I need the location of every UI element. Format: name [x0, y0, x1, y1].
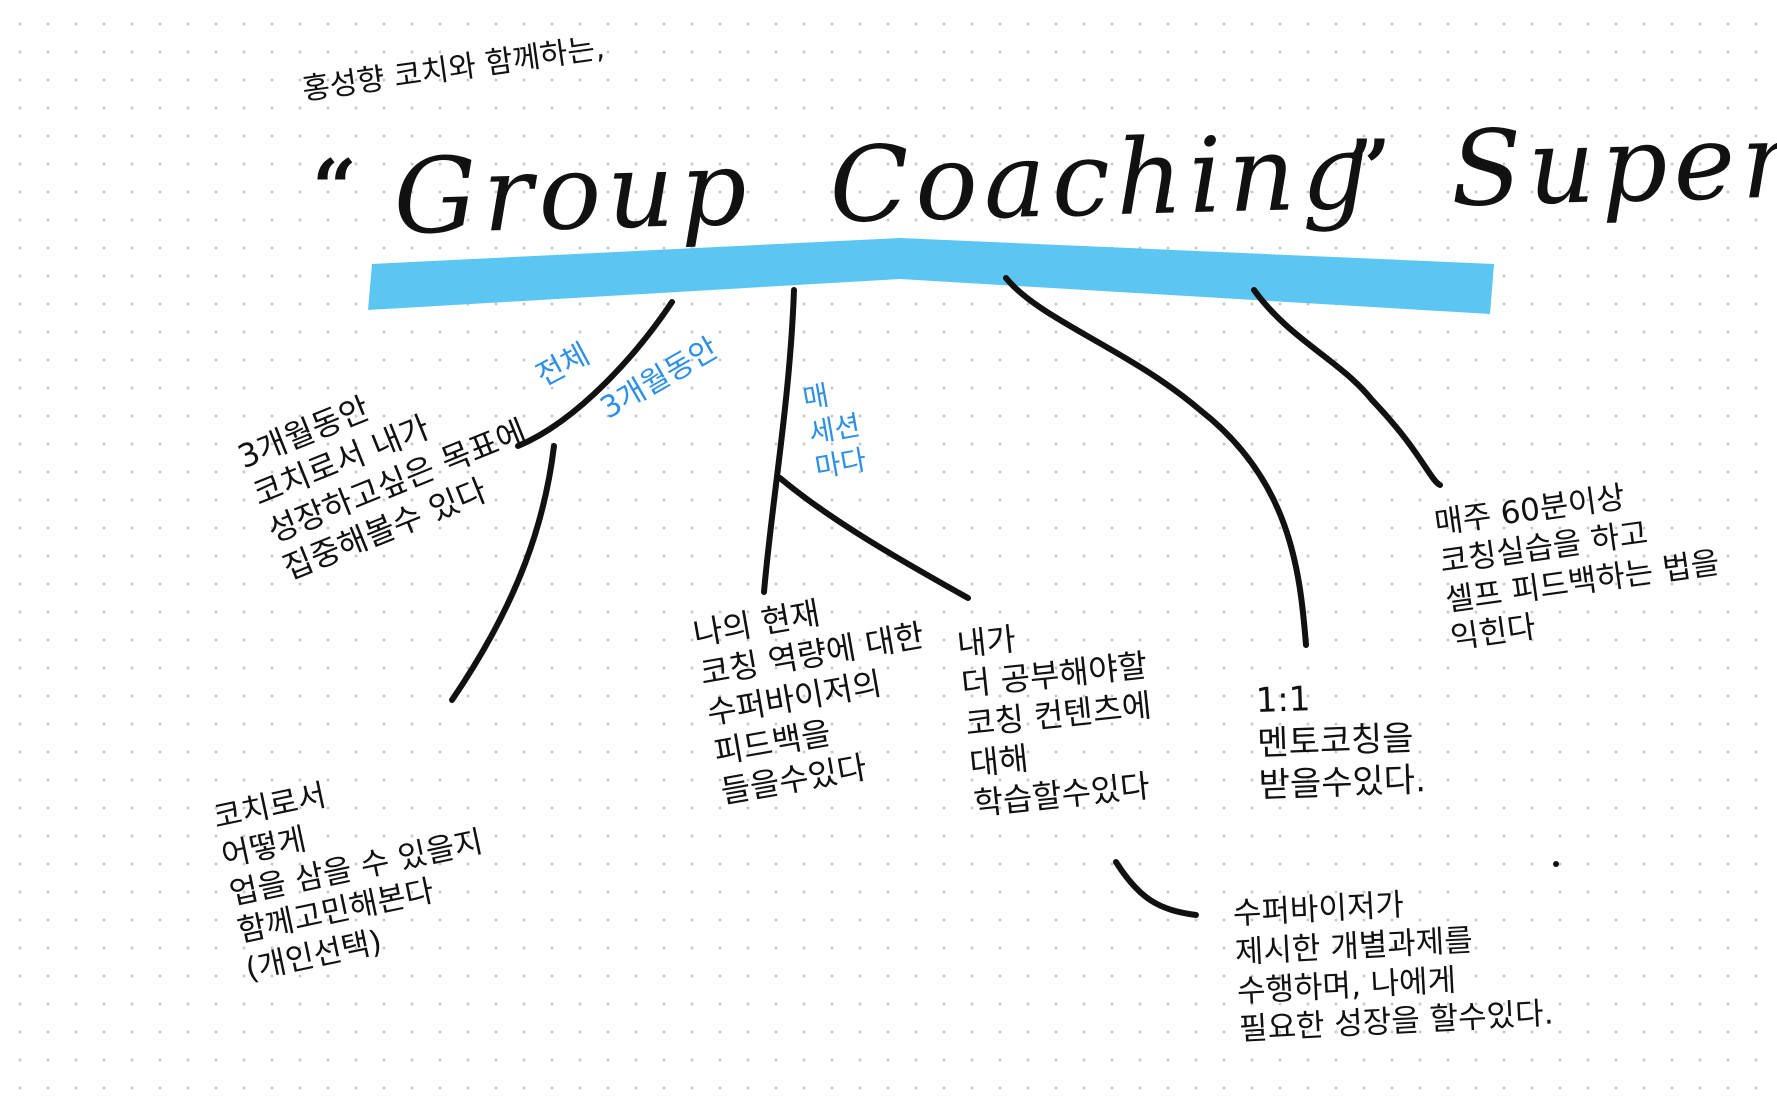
branch-three-months — [515, 299, 675, 449]
note-study-content: 내가 더 공부해야할 코칭 컨텐츠에 대해 학습할수있다 — [955, 619, 1154, 823]
branch-individual-task — [1113, 859, 1199, 918]
branch-mentor — [1003, 275, 1309, 648]
branch-study — [777, 475, 971, 601]
quote-open-mark: “ — [312, 143, 357, 234]
note-individual-task: 수퍼바이저가 제시한 개별과제를 수행하며, 나에게 필요한 성장을 할수있다. — [1232, 887, 1555, 1049]
note-supervisor-feedback: 나의 현재 코칭 역량에 대한 수퍼바이저의 피드백을 들을수있다 — [690, 593, 927, 811]
note-mentor-coaching: 1:1 멘토코칭을 받을수있다. — [1255, 679, 1427, 806]
quote-close-mark: ” — [1346, 123, 1391, 214]
branch-business-design — [449, 443, 557, 703]
branch-weekly — [1251, 287, 1443, 488]
stray-dot — [1553, 861, 1559, 867]
branch-feedback — [761, 287, 797, 595]
title-highlight-bar — [368, 238, 1494, 314]
